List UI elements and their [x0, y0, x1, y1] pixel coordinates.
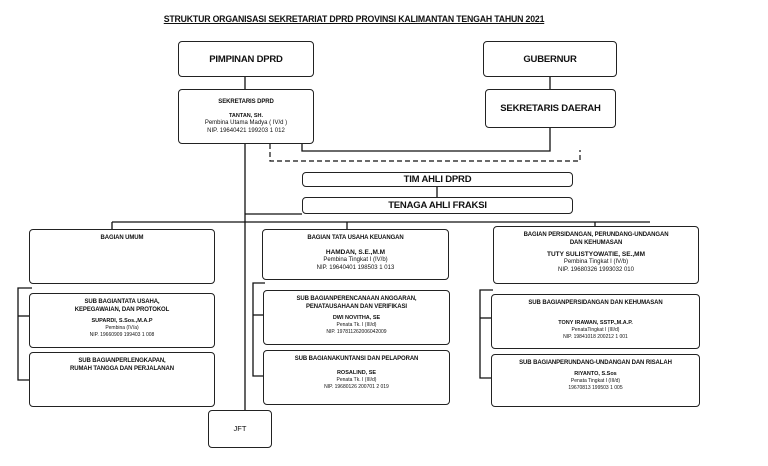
gubernur-label: GUBERNUR: [523, 53, 577, 65]
sub-tata-usaha-title-2: KEPEGAWAIAN, DAN PROTOKOL: [74, 307, 170, 313]
sub-persidangan-title: SUB BAGIANPERSIDANGAN DAN KEHUMASAN: [528, 300, 663, 306]
sub-perundang-rank: Penata Tingkat I (III/d): [570, 378, 621, 384]
sub-bagian-perencanaan-box: SUB BAGIANPERENCANAAN ANGGARAN, PENATAUS…: [263, 290, 450, 345]
bagian-persidangan-rank: Pembina Tingkat I (IV/b): [563, 259, 629, 265]
sub-perundang-title: SUB BAGIANPERUNDANG-UNDANGAN DAN RISALAH: [519, 360, 672, 366]
sub-bagian-akuntansi-box: SUB BAGIANAKUNTANSI DAN PELAPORAN ROSALI…: [263, 350, 450, 405]
chart-title: STRUKTUR ORGANISASI SEKRETARIAT DPRD PRO…: [163, 14, 545, 25]
sub-perundang-nip: 19670813 199503 1 005: [568, 384, 623, 391]
bagian-umum-title: BAGIAN UMUM: [100, 235, 144, 241]
sub-persidangan-nip: NIP. 19841018 200212 1 001: [563, 333, 628, 340]
sub-perencanaan-name: DWI NOVITHA, SE: [332, 315, 381, 321]
jft-label: JFT: [233, 424, 247, 434]
sekretaris-dprd-name: TANTAN, SH.: [228, 113, 263, 119]
sub-akuntansi-title: SUB BAGIANAKUNTANSI DAN PELAPORAN: [294, 356, 419, 362]
sub-persidangan-name: TONY IRAWAN, SSTP.,M.A.P.: [558, 320, 633, 326]
tenaga-ahli-label: TENAGA AHLI FRAKSI: [388, 200, 487, 211]
tenaga-ahli-box: TENAGA AHLI FRAKSI: [302, 197, 573, 214]
bagian-persidangan-title-2: DAN KEHUMASAN: [569, 240, 623, 246]
sekretaris-daerah-label: SEKRETARIS DAERAH: [500, 103, 601, 114]
sub-persidangan-rank: PenataTingkat I (III/d): [571, 327, 620, 333]
sub-tata-usaha-name: SUPARDI, S.Sos.,M.A.P: [91, 318, 153, 324]
sub-perencanaan-nip: NIP. 197811262006042009: [326, 328, 387, 335]
sekretaris-dprd-nip: NIP. 19640421 199203 1 012: [207, 127, 285, 134]
sub-tata-usaha-rank: Pembina (IV/a): [105, 325, 139, 331]
sub-tata-usaha-nip: NIP. 19660909 199403 1 008: [89, 331, 155, 338]
bagian-persidangan-box: BAGIAN PERSIDANGAN, PERUNDANG-UNDANGAN D…: [493, 226, 699, 284]
tim-ahli-label: TIM AHLI DPRD: [403, 174, 472, 185]
bagian-persidangan-name: TUTY SULISTYOWATIE, SE.,MM: [547, 251, 645, 258]
sub-perencanaan-title-2: PENATAUSAHAAN DAN VERIFIKASI: [306, 304, 407, 310]
bagian-persidangan-title-1: BAGIAN PERSIDANGAN, PERUNDANG-UNDANGAN: [523, 232, 669, 238]
sub-perlengkapan-title-2: RUMAH TANGGA DAN PERJALANAN: [70, 366, 174, 372]
sub-perundang-name: RIYANTO, S.Sos: [574, 371, 617, 377]
bagian-keuangan-box: BAGIAN TATA USAHA KEUANGAN HAMDAN, S.E.,…: [262, 229, 449, 280]
sub-akuntansi-rank: Penata Tk. I (III/d): [336, 377, 377, 383]
sekretaris-dprd-title: SEKRETARIS DPRD: [218, 99, 274, 105]
sub-bagian-perundang-box: SUB BAGIANPERUNDANG-UNDANGAN DAN RISALAH…: [491, 354, 700, 407]
sub-perencanaan-title-1: SUB BAGIANPERENCANAAN ANGGARAN,: [296, 296, 417, 302]
sub-tata-usaha-title-1: SUB BAGIANTATA USAHA,: [84, 299, 160, 305]
jft-box: JFT: [208, 410, 272, 448]
sub-bagian-tata-usaha-box: SUB BAGIANTATA USAHA, KEPEGAWAIAN, DAN P…: [29, 293, 215, 348]
sub-bagian-persidangan-box: SUB BAGIANPERSIDANGAN DAN KEHUMASAN TONY…: [491, 294, 700, 349]
sub-perencanaan-rank: Penata Tk. I (III/d): [336, 322, 377, 328]
sub-akuntansi-nip: NIP. 19680126 200701 2 019: [324, 383, 389, 390]
bagian-keuangan-rank: Pembina Tingkat I (IV/b): [323, 257, 388, 263]
sekretaris-daerah-box: SEKRETARIS DAERAH: [485, 89, 616, 128]
sekretaris-dprd-rank: Pembina Utama Madya ( IV/d ): [204, 120, 288, 126]
gubernur-box: GUBERNUR: [483, 41, 617, 77]
sekretaris-dprd-box: SEKRETARIS DPRD TANTAN, SH. Pembina Utam…: [178, 89, 314, 144]
bagian-persidangan-nip: NIP. 19680326 1993032 010: [558, 266, 634, 273]
tim-ahli-box: TIM AHLI DPRD: [302, 172, 573, 187]
sub-bagian-perlengkapan-box: SUB BAGIANPERLENGKAPAN, RUMAH TANGGA DAN…: [29, 352, 215, 407]
bagian-keuangan-nip: NIP. 19640401 198503 1 013: [316, 264, 395, 271]
sub-akuntansi-name: ROSALIND, SE: [336, 370, 377, 376]
pimpinan-dprd-label: PIMPINAN DPRD: [209, 53, 283, 65]
bagian-keuangan-title: BAGIAN TATA USAHA KEUANGAN: [307, 235, 404, 241]
pimpinan-dprd-box: PIMPINAN DPRD: [178, 41, 314, 77]
sub-perlengkapan-title-1: SUB BAGIANPERLENGKAPAN,: [78, 358, 166, 364]
bagian-umum-box: BAGIAN UMUM: [29, 229, 215, 284]
bagian-keuangan-name: HAMDAN, S.E.,M.M: [325, 249, 386, 256]
